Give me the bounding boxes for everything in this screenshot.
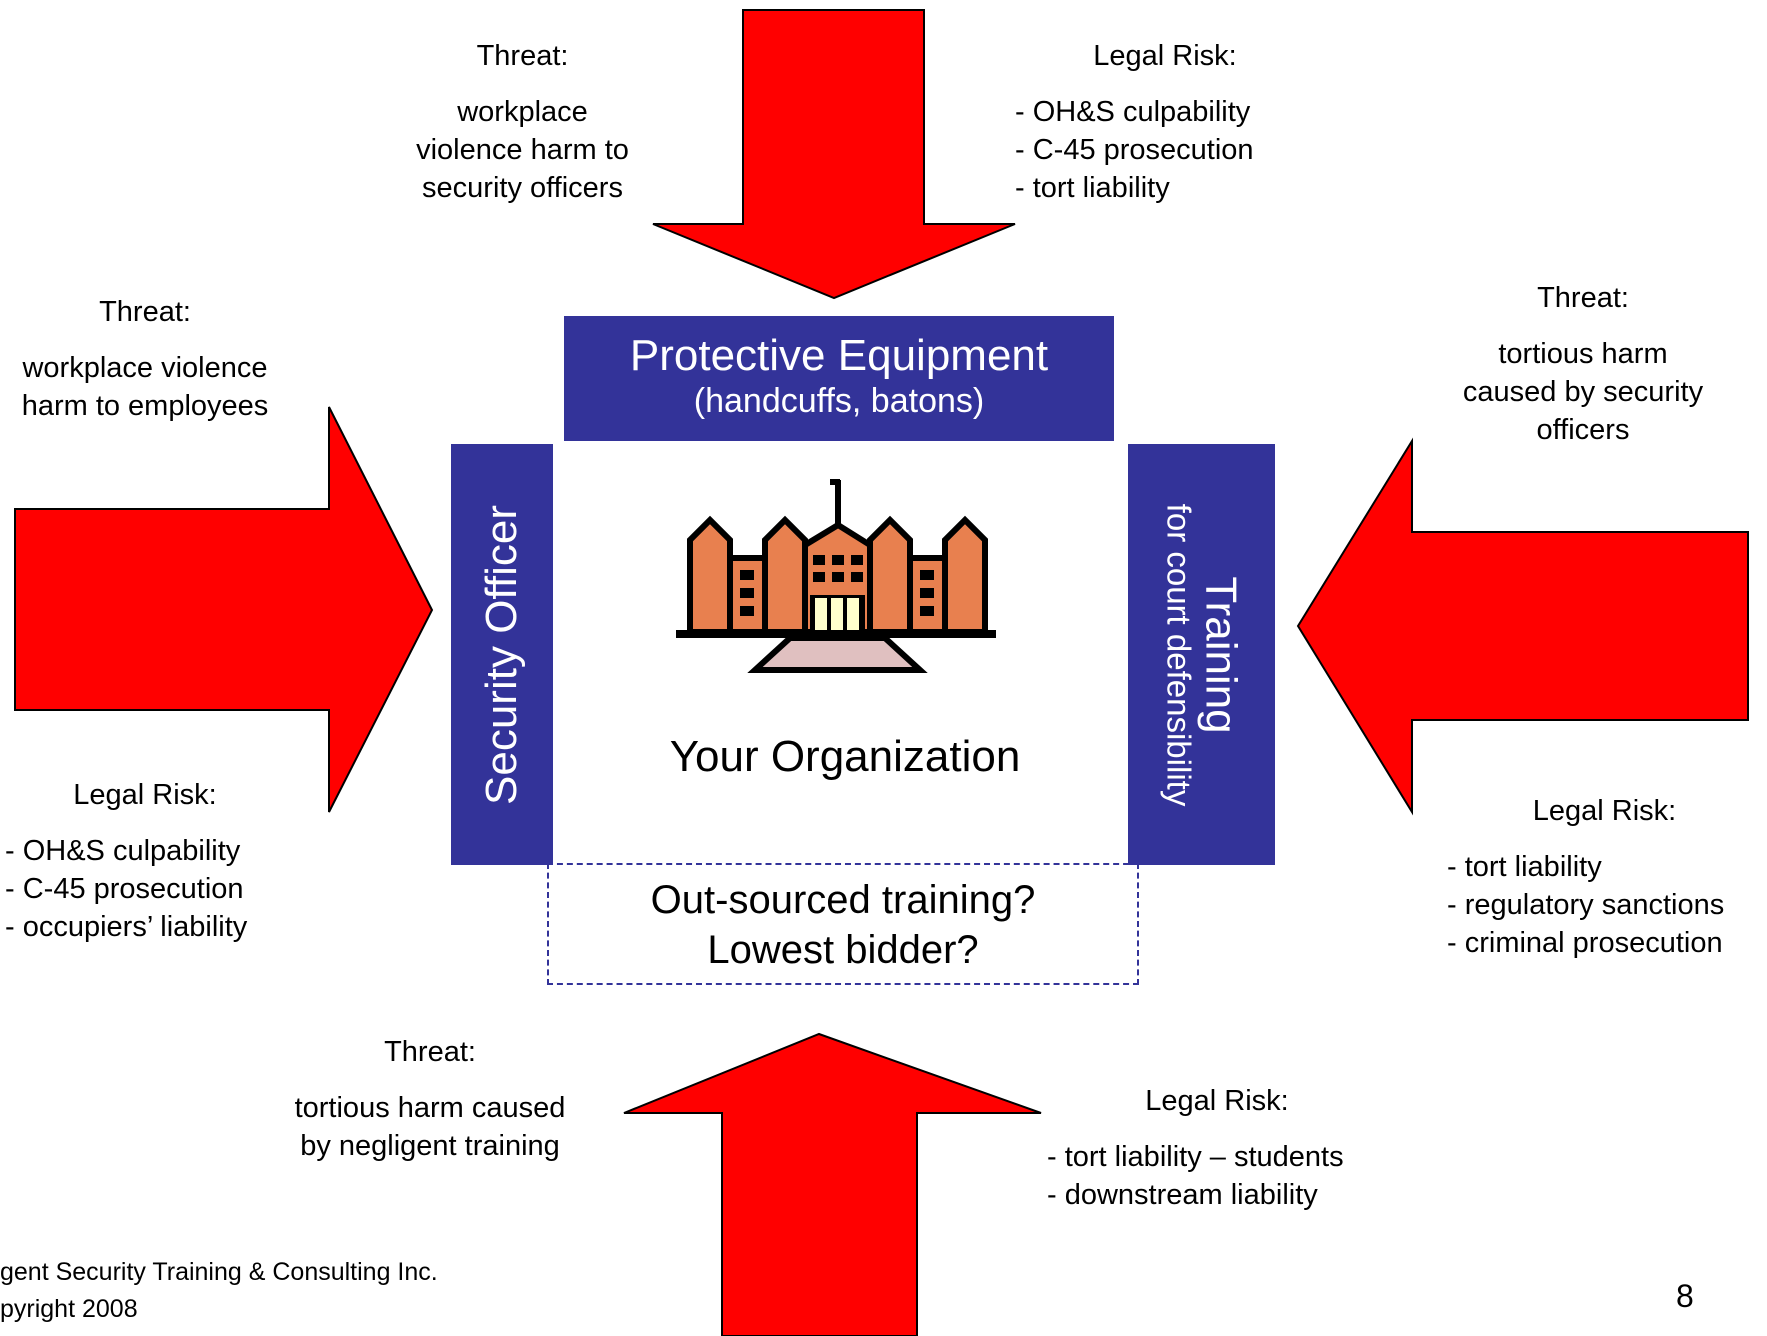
arrow-left-right <box>1296 437 1749 816</box>
right-risk-line: - criminal prosecution <box>1447 927 1723 959</box>
building-icon <box>676 479 996 673</box>
right-threat-line: officers <box>1536 414 1630 446</box>
right-risk-line: - regulatory sanctions <box>1447 889 1725 921</box>
bottom-threat-heading: Threat: <box>384 1036 476 1068</box>
outsourced-line-1: Out-sourced training? <box>650 878 1036 922</box>
organization-label: Your Organization <box>669 732 1021 781</box>
left-risk-line: - C-45 prosecution <box>5 873 244 905</box>
top-legal-risk: Legal Risk: - OH&S culpability - C-45 pr… <box>1015 37 1315 207</box>
top-risk-heading: Legal Risk: <box>1093 40 1237 72</box>
protective-equipment-box: Protective Equipment (handcuffs, batons) <box>564 316 1114 441</box>
bottom-threat: Threat: tortious harm caused by negligen… <box>270 1033 590 1165</box>
right-threat-line: caused by security <box>1462 376 1704 408</box>
top-threat-line: violence harm to <box>416 134 629 166</box>
footer-copyright: pyright 2008 <box>0 1295 138 1323</box>
left-threat-line: workplace violence <box>22 352 268 384</box>
security-officer-label: Security Officer <box>477 504 526 805</box>
right-risk-line: - tort liability <box>1447 851 1602 883</box>
training-subtitle: for court defensibility <box>1159 503 1197 806</box>
bottom-risk-heading: Legal Risk: <box>1145 1085 1289 1117</box>
arrow-right-left <box>14 406 434 813</box>
training-title: Training <box>1195 575 1245 734</box>
left-legal-risk: Legal Risk: - OH&S culpability - C-45 pr… <box>5 776 305 946</box>
security-officer-box: Security Officer <box>451 444 553 865</box>
top-threat: Threat: workplace violence harm to secur… <box>360 37 685 207</box>
protective-equipment-title: Protective Equipment <box>629 331 1049 380</box>
bottom-risk-line: - tort liability – students <box>1047 1141 1344 1173</box>
page-number: 8 <box>1676 1278 1694 1314</box>
training-box: Training for court defensibility <box>1128 444 1275 865</box>
top-risk-line: - tort liability <box>1015 172 1170 204</box>
top-threat-line: workplace <box>457 96 588 128</box>
right-legal-risk: Legal Risk: - tort liability - regulator… <box>1447 792 1762 962</box>
right-threat-line: tortious harm <box>1498 338 1668 370</box>
bottom-risk-line: - downstream liability <box>1047 1179 1318 1211</box>
left-risk-line: - occupiers’ liability <box>5 911 248 943</box>
footer-company: gent Security Training & Consulting Inc. <box>0 1258 438 1286</box>
left-threat: Threat: workplace violence harm to emplo… <box>0 293 290 425</box>
top-risk-line: - C-45 prosecution <box>1015 134 1254 166</box>
top-threat-heading: Threat: <box>476 40 569 72</box>
left-risk-line: - OH&S culpability <box>5 835 241 867</box>
right-risk-heading: Legal Risk: <box>1532 795 1677 827</box>
protective-equipment-subtitle: (handcuffs, batons) <box>693 382 985 420</box>
outsourced-training-box: Out-sourced training? Lowest bidder? <box>547 863 1139 985</box>
bottom-threat-line: by negligent training <box>300 1130 560 1162</box>
left-threat-heading: Threat: <box>99 296 191 328</box>
left-threat-line: harm to employees <box>21 390 269 422</box>
right-threat-heading: Threat: <box>1537 282 1629 314</box>
outsourced-line-2: Lowest bidder? <box>707 928 979 972</box>
bottom-threat-line: tortious harm caused <box>294 1092 566 1124</box>
arrow-up-bottom <box>623 1032 1042 1336</box>
right-threat: Threat: tortious harm caused by security… <box>1433 279 1733 449</box>
arrow-down-top <box>652 9 1016 300</box>
training-label-group: Training for court defensibility <box>1159 503 1244 806</box>
top-threat-line: security officers <box>422 172 623 204</box>
bottom-legal-risk: Legal Risk: - tort liability – students … <box>1047 1082 1387 1214</box>
left-risk-heading: Legal Risk: <box>73 779 217 811</box>
top-risk-line: - OH&S culpability <box>1015 96 1251 128</box>
